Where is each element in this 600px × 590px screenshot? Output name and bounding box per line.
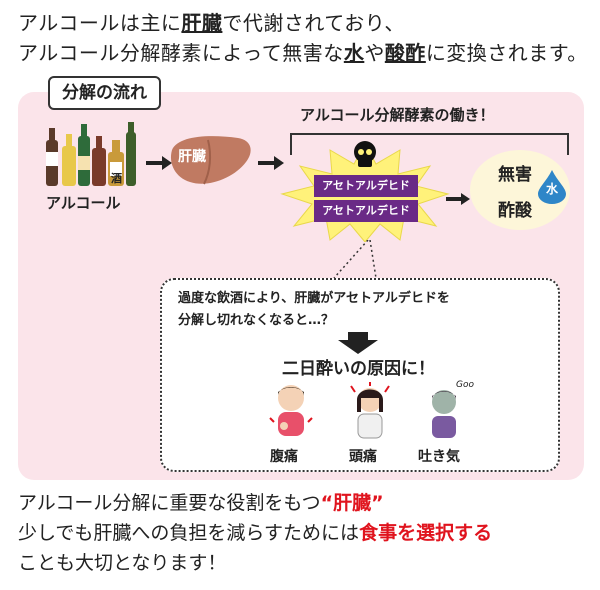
symptom-label-nausea: 吐き気 xyxy=(418,449,460,465)
harmless-label: 無害 xyxy=(498,165,532,185)
warning-text: 過度な飲酒により、肝臓がアセトアルデヒドを 分解し切れなくなると…？ xyxy=(178,288,450,332)
enzyme-bracket xyxy=(290,133,569,155)
water-drop-icon xyxy=(538,170,566,204)
bubble-connector xyxy=(333,240,377,279)
warning-line-1: 過度な飲酒により、肝臓がアセトアルデヒドを xyxy=(178,291,450,306)
symptom-label-stomachache: 腹痛 xyxy=(270,449,298,465)
liver-icon xyxy=(170,136,251,185)
intro-line1-a: アルコールは主に xyxy=(18,11,182,35)
outro-liver-word: “肝臓” xyxy=(320,492,384,514)
warning-line-2: 分解し切れなくなると…？ xyxy=(178,313,335,328)
skull-icon xyxy=(354,141,376,167)
intro-text: アルコールは主に肝臓で代謝されており、 アルコール分解酵素によって無害な水や酸酢… xyxy=(18,8,588,68)
liver-label: 肝臓 xyxy=(178,149,206,165)
outro-choose-meal-word: 食事を選択する xyxy=(359,522,493,544)
acetic-acid-label: 酢酸 xyxy=(498,201,532,221)
arrow-right-icon xyxy=(446,193,470,205)
intro-line1-c: で代謝されており、 xyxy=(222,11,405,35)
intro-line-2: アルコール分解酵素によって無害な水や酸酢に変換されます。 xyxy=(18,38,588,68)
stomachache-person-icon xyxy=(269,385,313,436)
alcohol-bottles-icon xyxy=(46,122,136,186)
outro-text: アルコール分解に重要な役割をもつ“肝臓” 少しでも肝臓への負担を減らすためには食… xyxy=(18,488,492,578)
intro-line2-c: や xyxy=(364,41,385,65)
alcohol-label: アルコール xyxy=(46,194,121,212)
acetaldehyde-box-1: アセトアルデヒド xyxy=(314,175,418,197)
outro-line1-a: アルコール分解に重要な役割をもつ xyxy=(18,492,321,514)
intro-acid-word: 酸酢 xyxy=(384,41,426,65)
intro-line2-e: に変換されます。 xyxy=(425,41,588,65)
arrow-right-icon xyxy=(146,156,172,170)
intro-line2-a: アルコール分解酵素によって無害な xyxy=(18,41,344,65)
intro-liver-word: 肝臓 xyxy=(181,11,223,35)
acetaldehyde-box-2: アセトアルデヒド xyxy=(314,200,418,222)
hangover-title: 二日酔いの原因に！ xyxy=(282,359,435,379)
arrow-down-icon xyxy=(338,332,378,354)
symptom-label-headache: 頭痛 xyxy=(349,449,377,465)
nausea-mark: Goo xyxy=(456,380,474,390)
intro-line-1: アルコールは主に肝臓で代謝されており、 xyxy=(18,8,588,38)
nausea-person-icon xyxy=(432,390,456,438)
outro-line-3: ことも大切となります！ xyxy=(18,552,227,574)
warning-bubble xyxy=(160,278,560,472)
water-label: 水 xyxy=(546,182,559,196)
intro-water-word: 水 xyxy=(343,41,365,65)
arrow-right-icon xyxy=(258,156,284,170)
outro-line-1: アルコール分解に重要な役割をもつ“肝臓” xyxy=(18,488,492,518)
outro-line2-a: 少しでも肝臓への負担を減らすためには xyxy=(18,522,360,544)
outro-line-2: 少しでも肝臓への負担を減らすためには食事を選択する xyxy=(18,518,492,548)
bottle-label: 酒 xyxy=(111,172,122,185)
enzyme-title: アルコール分解酵素の働き！ xyxy=(300,106,495,124)
headache-person-icon xyxy=(350,382,390,439)
flow-tag: 分解の流れ xyxy=(48,76,161,110)
